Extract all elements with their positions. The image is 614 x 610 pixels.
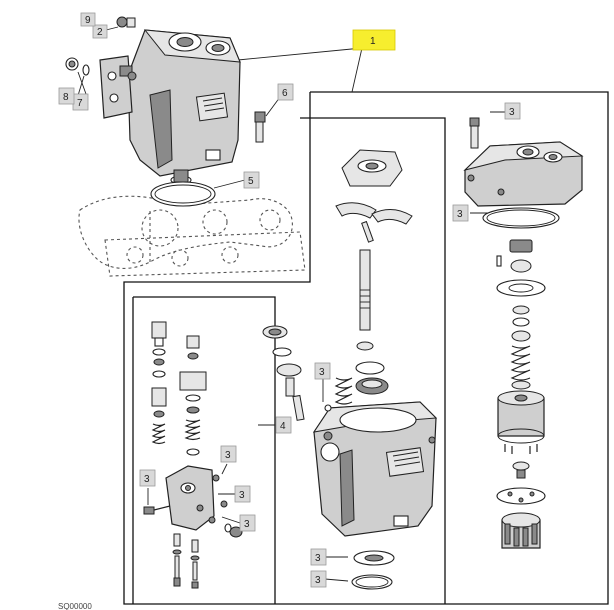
callout-3h[interactable]: 3 <box>310 548 327 566</box>
callout-6[interactable]: 6 <box>277 83 294 101</box>
valve-block <box>143 321 243 589</box>
svg-text:3: 3 <box>319 367 325 378</box>
compensator-parts <box>262 325 332 421</box>
callout-3c[interactable]: 3 <box>314 362 331 380</box>
svg-text:3: 3 <box>315 553 321 564</box>
mounting-outline <box>78 195 306 277</box>
frame-pump-core <box>300 117 446 604</box>
svg-text:4: 4 <box>280 421 286 432</box>
callout-3b[interactable]: 3 <box>452 204 469 222</box>
svg-text:3: 3 <box>244 519 250 530</box>
svg-text:9: 9 <box>85 15 91 26</box>
callout-7[interactable]: 7 <box>72 93 89 111</box>
svg-text:1: 1 <box>370 36 376 47</box>
leader-1b <box>351 47 363 93</box>
callout-3f[interactable]: 3 <box>234 485 251 503</box>
leader-5 <box>213 179 246 189</box>
pump-assembly <box>99 29 241 207</box>
svg-text:2: 2 <box>97 27 103 38</box>
callout-3a[interactable]: 3 <box>504 102 521 120</box>
callout-9[interactable]: 9 <box>80 12 96 27</box>
callout-2[interactable]: 2 <box>92 24 108 39</box>
plug-9 <box>116 16 128 28</box>
callout-3i[interactable]: 3 <box>310 570 327 588</box>
svg-text:7: 7 <box>77 98 83 109</box>
callout-5[interactable]: 5 <box>243 171 260 189</box>
callout-1[interactable]: 1 <box>352 29 396 51</box>
pump-housing <box>312 401 438 590</box>
leader-3g <box>221 516 241 524</box>
top-small-parts <box>65 16 266 143</box>
callout-3e[interactable]: 3 <box>139 469 156 487</box>
swashplate-and-shaft <box>334 149 413 405</box>
frame-valve-block <box>133 296 276 604</box>
svg-text:3: 3 <box>315 575 321 586</box>
callout-4[interactable]: 4 <box>275 416 292 434</box>
leader-3i <box>324 578 349 582</box>
svg-text:8: 8 <box>63 92 69 103</box>
leader-1 <box>237 47 363 61</box>
callout-8[interactable]: 8 <box>58 87 75 105</box>
footer-code: SQ00000 <box>58 602 92 610</box>
leader-3d <box>221 463 228 475</box>
svg-text:3: 3 <box>225 450 231 461</box>
callout-3d[interactable]: 3 <box>220 445 237 463</box>
pump-cover-exploded <box>463 117 584 549</box>
svg-text:5: 5 <box>248 176 254 187</box>
svg-text:3: 3 <box>144 474 150 485</box>
callout-3g[interactable]: 3 <box>239 514 256 532</box>
svg-text:3: 3 <box>509 107 515 118</box>
svg-text:6: 6 <box>282 88 288 99</box>
frame-main <box>123 91 609 605</box>
svg-text:3: 3 <box>457 209 463 220</box>
svg-text:3: 3 <box>239 490 245 501</box>
